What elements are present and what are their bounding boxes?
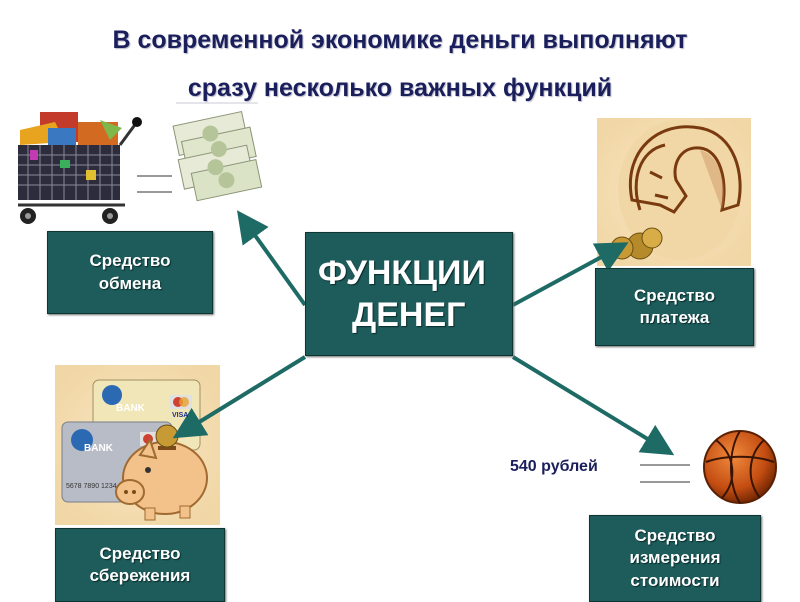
center-line-2: ДЕНЕГ bbox=[352, 296, 466, 334]
bank1-text: BANK bbox=[116, 403, 146, 414]
function-label-measure: Средство измерения стоимости bbox=[629, 526, 721, 590]
faces-coins-icon bbox=[597, 118, 751, 266]
function-box-exchange: Средство обмена bbox=[47, 231, 213, 314]
bank2-text: BANK bbox=[84, 443, 114, 454]
title-line-1: В современной экономике деньги выполняют bbox=[112, 26, 688, 54]
function-label-exchange: Средство обмена bbox=[89, 251, 171, 293]
function-label-savings: Средство сбережения bbox=[89, 543, 191, 585]
center-line-1: ФУНКЦИИ bbox=[318, 253, 486, 292]
arrow-to-measure bbox=[511, 355, 675, 456]
basketball-icon bbox=[703, 430, 777, 504]
visa-text: VISA bbox=[172, 412, 188, 419]
card-number-text: 5678 7890 1234 bbox=[66, 483, 117, 490]
center-box: ФУНКЦИИ ДЕНЕГ bbox=[305, 232, 513, 356]
arrow-to-savings bbox=[172, 355, 307, 439]
arrow-to-exchange bbox=[237, 210, 307, 307]
equals-lines-measure bbox=[640, 464, 690, 483]
function-box-savings: Средство сбережения bbox=[55, 528, 225, 602]
shopping-cart-icon bbox=[18, 112, 142, 224]
function-label-payment: Средство платежа bbox=[633, 285, 716, 327]
title-line-2: сразу несколько важных функций bbox=[187, 74, 613, 102]
equals-lines-exchange bbox=[137, 175, 172, 193]
function-box-payment: Средство платежа bbox=[595, 268, 754, 346]
banknotes-icon bbox=[172, 110, 263, 202]
arrow-to-payment bbox=[512, 242, 629, 307]
function-box-measure: Средство измерения стоимости bbox=[589, 515, 761, 602]
piggy-bank-icon bbox=[115, 424, 208, 521]
price-label: 540 рублей bbox=[510, 458, 598, 475]
